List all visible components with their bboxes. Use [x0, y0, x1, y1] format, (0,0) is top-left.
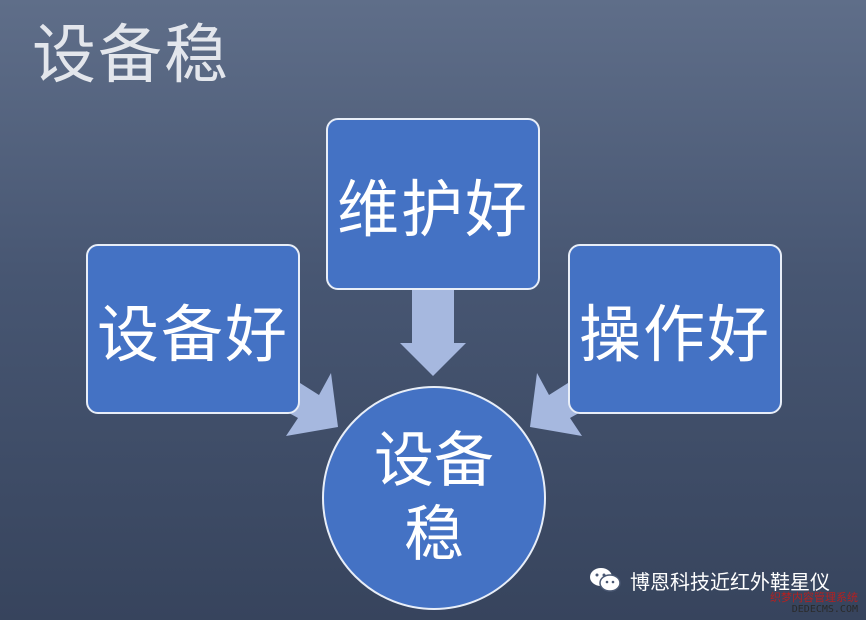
- node-equipment-stable-label: 设备稳: [374, 426, 494, 570]
- wechat-icon: [590, 568, 621, 592]
- credit-stamp: 织梦内容管理系统 DEDECMS.COM: [770, 592, 858, 616]
- arrow-down: [400, 290, 466, 376]
- node-operation-good: 操作好: [568, 244, 782, 414]
- watermark-text: 博恩科技近红外鞋星仪: [630, 569, 830, 594]
- watermark: 博恩科技近红外鞋星仪: [588, 562, 830, 598]
- node-maintenance-good: 维护好: [326, 118, 540, 290]
- arrow-from-left: [282, 373, 338, 436]
- credit-en: DEDECMS.COM: [791, 604, 858, 615]
- node-equipment-good: 设备好: [86, 244, 300, 414]
- slide-title: 设备稳: [32, 19, 230, 93]
- arrow-from-right: [530, 373, 586, 436]
- node-equipment-stable: 设备稳: [322, 386, 546, 610]
- credit-cn: 织梦内容管理系统: [770, 591, 858, 604]
